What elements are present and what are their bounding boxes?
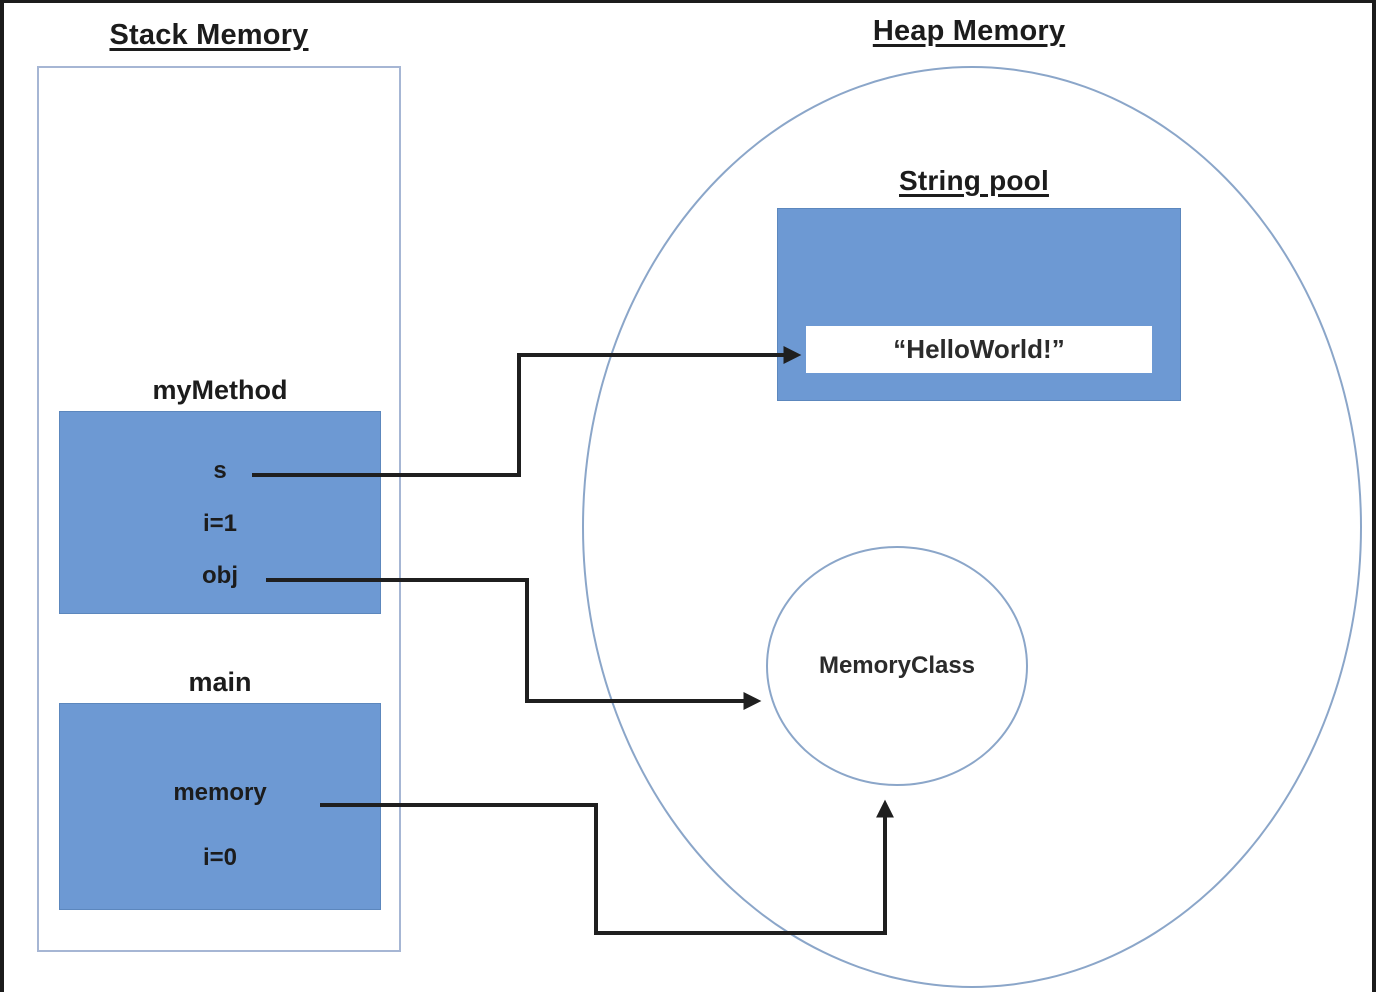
- memoryclass-object-circle: MemoryClass: [766, 546, 1028, 786]
- variable-memory: memory: [173, 779, 267, 806]
- string-literal-box: “HelloWorld!”: [806, 326, 1152, 373]
- variable-obj: obj: [202, 562, 238, 589]
- memoryclass-label: MemoryClass: [818, 652, 976, 679]
- variable-i0: i=0: [202, 844, 238, 871]
- stack-frame-mymethod: s i=1 obj: [59, 411, 381, 614]
- string-pool-title: String pool: [899, 165, 1049, 196]
- stack-frame-label-mymethod: myMethod: [152, 375, 288, 405]
- stack-memory-title: Stack Memory: [109, 19, 309, 51]
- stack-frame-label-main: main: [188, 667, 252, 697]
- variable-i1: i=1: [202, 510, 238, 537]
- stack-frame-main: memory i=0: [59, 703, 381, 910]
- variable-s: s: [213, 457, 227, 484]
- heap-region-ellipse: [582, 66, 1362, 988]
- heap-memory-title: Heap Memory: [872, 15, 1066, 47]
- stack-region: [37, 66, 401, 952]
